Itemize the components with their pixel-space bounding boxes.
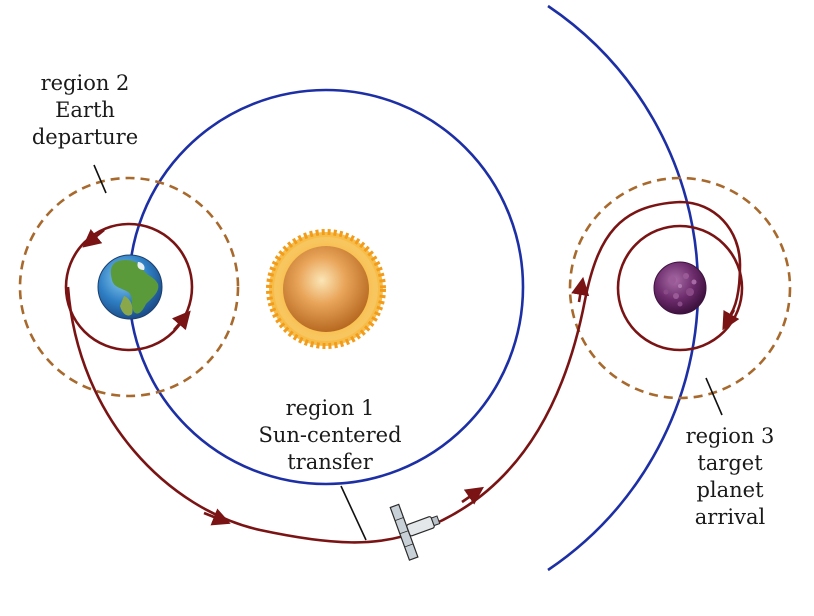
earth-icon: [97, 254, 163, 320]
target-capture-orbit: [616, 224, 744, 352]
trajectory-arrow-2: [461, 486, 484, 505]
region2-label: region 2 Earth departure: [20, 70, 150, 151]
trajectory-arrow-4: [722, 309, 740, 331]
region3-label-line1: region 3: [685, 424, 775, 448]
region3-label-line2: target: [697, 451, 763, 475]
region1-leader-line: [340, 485, 367, 541]
transfer-trajectory: [66, 200, 742, 544]
target-planet-icon: [653, 261, 707, 315]
region1-label-line1: region 1: [285, 396, 375, 420]
region2-label-line3: departure: [31, 125, 139, 149]
sun-icon: [266, 229, 386, 349]
region3-label: region 3 target planet arrival: [672, 423, 788, 531]
region2-label-line1: region 2: [40, 71, 130, 95]
earth-parking-orbit: [64, 222, 194, 352]
earth-orbit-arrow-bottom: [171, 310, 191, 331]
region1-label: region 1 Sun-centered transfer: [256, 395, 404, 476]
region3-label-line4: arrival: [694, 505, 766, 529]
region2-leader-line: [93, 164, 107, 194]
trajectory-arrow-1: [203, 508, 231, 526]
region1-label-line2: Sun-centered: [258, 423, 402, 447]
region1-label-line3: transfer: [287, 450, 373, 474]
earth-orbit-arrow-top: [82, 228, 105, 248]
earth-sphere-of-influence: [18, 176, 240, 398]
region2-label-line2: Earth: [55, 98, 115, 122]
trajectory-arrow-3: [571, 276, 590, 303]
region3-leader-line: [705, 377, 723, 416]
target-sphere-of-influence: [568, 176, 792, 400]
region3-label-line3: planet: [696, 478, 764, 502]
spacecraft-icon: [389, 503, 441, 561]
